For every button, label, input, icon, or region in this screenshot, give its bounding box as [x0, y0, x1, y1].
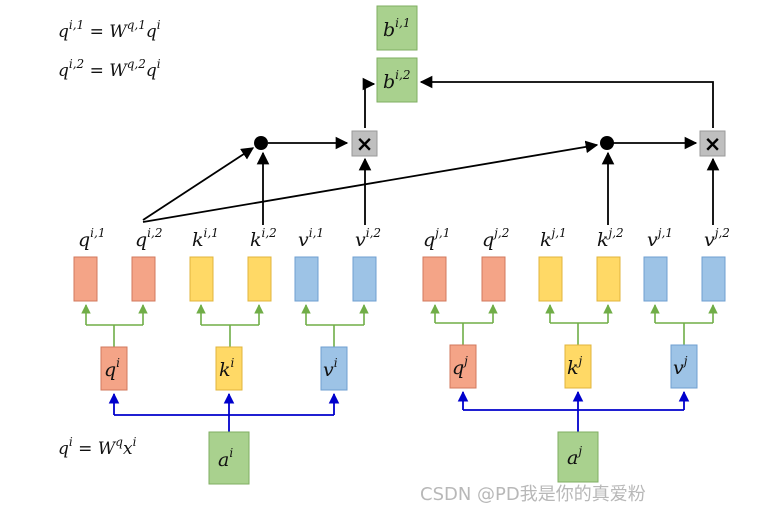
- head-labels-j: qj,1 qj,2 kj,1 kj,2 vj,1 vj,2: [423, 226, 730, 251]
- projection-box-k-i: ki: [215, 346, 243, 391]
- label-v-i-1: vi,1: [298, 226, 324, 251]
- label-q-i-1: qi,1: [78, 226, 105, 251]
- box-v-j-2: [701, 256, 726, 302]
- box-v-i-2: [352, 256, 377, 302]
- multiply-operator-1: ×: [351, 130, 378, 157]
- svg-text:kj: kj: [567, 354, 583, 379]
- input-box-a-i: ai: [208, 431, 250, 485]
- label-v-j-2: vj,2: [704, 226, 730, 251]
- box-q-i-1: [73, 256, 98, 302]
- label-k-i-1: ki,1: [192, 226, 219, 251]
- projection-box-q-j: qj: [449, 344, 477, 389]
- label-q-j-1: qj,1: [423, 226, 450, 251]
- label-k-j-1: kj,1: [540, 226, 567, 251]
- box-v-j-1: [643, 256, 668, 302]
- input-connectors: [108, 390, 690, 432]
- box-k-i-1: [189, 256, 214, 302]
- projection-box-q-i: qi: [100, 346, 128, 391]
- label-q-j-2: qj,2: [482, 226, 509, 251]
- output-b-i-1: bi,1: [376, 5, 418, 51]
- svg-text:×: ×: [704, 132, 722, 156]
- split-connectors: [81, 304, 718, 347]
- svg-text:ki: ki: [219, 356, 235, 381]
- head-boxes-j: [422, 256, 726, 302]
- svg-text:aj: aj: [567, 444, 582, 469]
- equation-q-i-projection: qi = Wqxi: [58, 435, 137, 459]
- svg-text:×: ×: [356, 132, 374, 156]
- projection-box-k-j: kj: [564, 344, 592, 389]
- label-q-i-2: qi,2: [135, 226, 162, 251]
- svg-text:ai: ai: [218, 446, 233, 471]
- label-v-i-2: vi,2: [355, 226, 381, 251]
- projection-box-v-j: vj: [670, 344, 698, 389]
- attention-arrows: [142, 75, 720, 225]
- box-k-j-2: [596, 256, 621, 302]
- svg-text:qi,1 = Wq,1qi: qi,1 = Wq,1qi: [58, 18, 161, 42]
- svg-text:vi: vi: [323, 356, 338, 381]
- label-v-j-1: vj,1: [647, 226, 673, 251]
- svg-text:qi,2 = Wq,2qi: qi,2 = Wq,2qi: [58, 57, 161, 81]
- svg-text:qi = Wqxi: qi = Wqxi: [58, 435, 137, 459]
- box-q-i-2: [131, 256, 156, 302]
- svg-text:vj: vj: [673, 354, 688, 379]
- multiply-operator-2: ×: [699, 130, 726, 157]
- svg-text:qi: qi: [104, 356, 120, 381]
- head-labels-i: qi,1 qi,2 ki,1 ki,2 vi,1 vi,2: [78, 226, 381, 251]
- box-k-i-2: [247, 256, 272, 302]
- output-b-i-2: bi,2: [376, 57, 418, 103]
- box-v-i-1: [294, 256, 319, 302]
- equation-q-i-1: qi,1 = Wq,1qi: [58, 18, 161, 42]
- box-q-j-1: [422, 256, 447, 302]
- head-boxes-i: [73, 256, 377, 302]
- watermark: CSDN @PD我是你的真爱粉: [420, 484, 646, 505]
- label-k-i-2: ki,2: [250, 226, 277, 251]
- projection-box-v-i: vi: [320, 346, 348, 391]
- equation-q-i-2: qi,2 = Wq,2qi: [58, 57, 161, 81]
- box-q-j-2: [481, 256, 506, 302]
- dot-product-node-2: [600, 136, 614, 150]
- label-k-j-2: kj,2: [597, 226, 624, 251]
- input-box-a-j: aj: [557, 431, 599, 483]
- svg-text:qj: qj: [452, 354, 468, 379]
- svg-text:bi,2: bi,2: [383, 68, 410, 93]
- dot-product-node-1: [254, 136, 268, 150]
- svg-text:bi,1: bi,1: [383, 16, 410, 41]
- box-k-j-1: [538, 256, 563, 302]
